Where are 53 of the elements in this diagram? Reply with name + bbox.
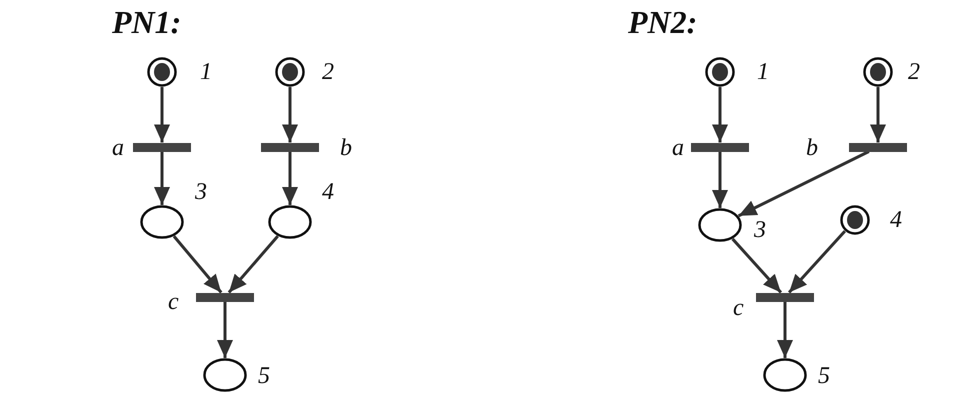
place-circle <box>698 208 742 242</box>
token-dot <box>847 211 863 229</box>
node-label: c <box>733 296 744 320</box>
node-label: 3 <box>195 180 207 204</box>
arc-arrow <box>870 87 886 142</box>
place-circle <box>863 57 893 87</box>
arc-arrow <box>172 235 222 294</box>
arc-arrow <box>282 152 298 205</box>
arc-arrow <box>282 87 298 142</box>
token-dot <box>282 63 298 81</box>
node-label: 3 <box>754 218 766 242</box>
place-circle <box>705 57 735 87</box>
arc-arrow <box>217 302 233 358</box>
transition-bar <box>756 292 814 302</box>
transition-bar <box>261 142 319 152</box>
token-dot <box>712 63 728 81</box>
arc-arrow <box>712 152 728 208</box>
place-circle <box>275 57 305 87</box>
arc-arrow <box>154 152 170 205</box>
arc-arrow <box>788 230 846 294</box>
node-label: 4 <box>890 208 902 232</box>
node-label: b <box>806 136 818 160</box>
net-title: PN2: <box>628 6 698 38</box>
transition-bar <box>849 142 907 152</box>
arc-arrow <box>228 235 279 294</box>
transition-bar <box>691 142 749 152</box>
arc-arrow <box>777 302 793 358</box>
node-label: b <box>340 136 352 160</box>
place-circle <box>763 358 807 392</box>
node-label: 1 <box>200 60 212 84</box>
arc-arrow <box>738 150 870 218</box>
node-label: 2 <box>908 60 920 84</box>
token-dot <box>154 63 170 81</box>
node-label: c <box>168 290 179 314</box>
node-label: 2 <box>322 60 334 84</box>
node-label: a <box>112 136 124 160</box>
transition-bar <box>133 142 191 152</box>
node-label: 5 <box>258 364 270 388</box>
place-circle <box>268 205 312 239</box>
place-circle <box>840 205 870 235</box>
place-circle <box>140 205 184 239</box>
transition-bar <box>196 292 254 302</box>
arc-arrow <box>731 238 782 294</box>
arc-arrow <box>712 87 728 142</box>
place-circle <box>147 57 177 87</box>
node-label: 4 <box>322 180 334 204</box>
net-title: PN1: <box>112 6 182 38</box>
node-label: 5 <box>818 364 830 388</box>
arc-arrow <box>154 87 170 142</box>
place-circle <box>203 358 247 392</box>
node-label: a <box>672 136 684 160</box>
node-label: 1 <box>757 60 769 84</box>
token-dot <box>870 63 886 81</box>
